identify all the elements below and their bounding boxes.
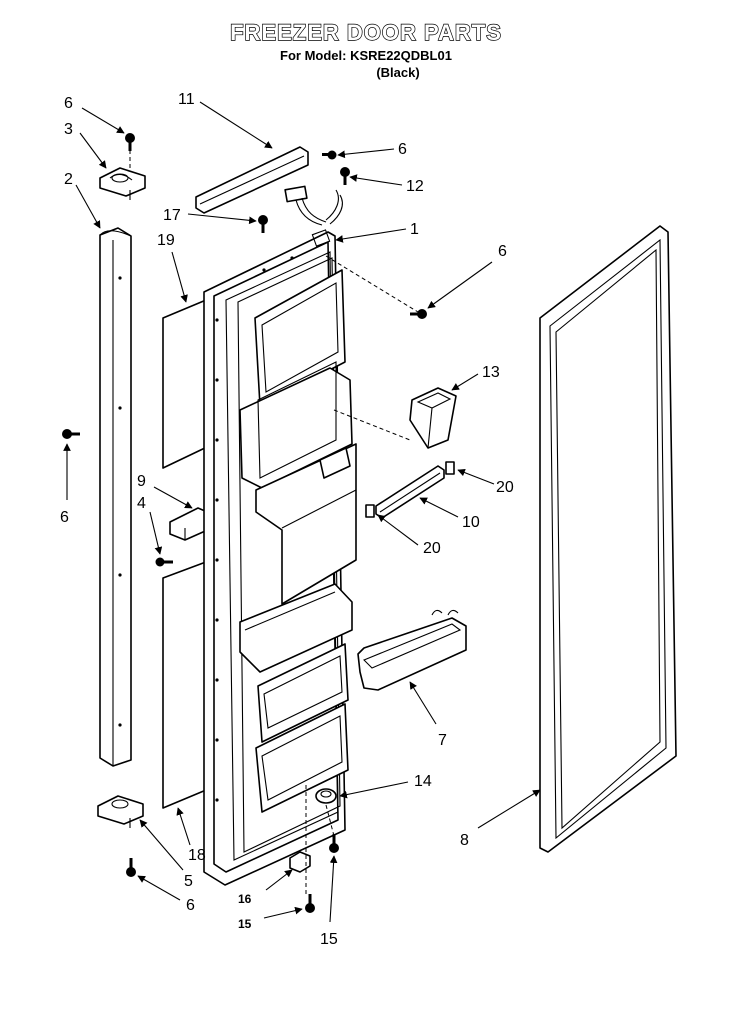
callout-15: 15 xyxy=(320,931,338,948)
callout-19: 19 xyxy=(157,232,175,249)
callout-16: 16 xyxy=(238,892,252,906)
part-11-top-cap xyxy=(195,146,309,214)
part-17-screw xyxy=(258,215,268,233)
part-4-screw xyxy=(155,557,173,567)
alignment-line xyxy=(325,255,419,313)
callout-20: 20 xyxy=(423,540,441,557)
part-10-track xyxy=(375,465,445,519)
part-14-bushing xyxy=(315,788,337,804)
part-6-screw-left xyxy=(62,429,80,439)
part-6-screw-right xyxy=(410,309,427,319)
callout-10: 10 xyxy=(462,514,480,531)
callout-7: 7 xyxy=(438,732,447,749)
callout-8: 8 xyxy=(460,832,469,849)
callout-14: 14 xyxy=(414,773,432,790)
part-6-screw-top-left xyxy=(125,133,135,151)
callout-2: 2 xyxy=(64,171,73,188)
callout-17: 17 xyxy=(163,207,181,224)
part-7-door-bin xyxy=(357,609,467,691)
part-20-clip-lower xyxy=(365,504,375,518)
callout-6: 6 xyxy=(398,141,407,158)
part-12-screw xyxy=(340,167,350,185)
part-12-wire-harness xyxy=(284,185,343,226)
callout-6: 6 xyxy=(60,509,69,526)
part-15-screw-left xyxy=(305,894,315,913)
callout-18: 18 xyxy=(188,847,206,864)
part-8-door-gasket xyxy=(539,225,677,853)
callout-1: 1 xyxy=(410,221,419,238)
leader-lines xyxy=(63,101,541,923)
part-16-bracket xyxy=(289,851,311,873)
part-6-screw-top-right xyxy=(322,150,337,160)
part-6-screw-bottom xyxy=(126,858,136,877)
callout-9: 9 xyxy=(137,473,146,490)
part-15-screw-right xyxy=(329,834,339,853)
model-number: For Model: KSRE22QDBL01 xyxy=(280,48,452,63)
part-20-clip-upper xyxy=(445,461,455,475)
callout-3: 3 xyxy=(64,121,73,138)
callout-13: 13 xyxy=(482,364,500,381)
callout-4: 4 xyxy=(137,495,146,512)
callout-6: 6 xyxy=(498,243,507,260)
part-1-door-liner xyxy=(203,229,357,886)
color-variant: (Black) xyxy=(376,65,419,80)
diagram-title: FREEZER DOOR PARTS xyxy=(230,20,502,45)
callout-15: 15 xyxy=(238,917,252,931)
callout-20: 20 xyxy=(496,479,514,496)
part-5-hinge-cover xyxy=(97,795,144,828)
callout-12: 12 xyxy=(406,178,424,195)
alignment-line xyxy=(325,804,335,837)
part-3-hinge-cover xyxy=(99,167,146,200)
callout-11: 11 xyxy=(178,91,195,108)
part-2-side-trim xyxy=(99,227,132,767)
callout-labels: 6 3 2 11 6 12 17 19 1 6 13 6 9 4 20 10 2… xyxy=(60,91,514,948)
part-13-ice-chute xyxy=(409,387,457,449)
callout-6: 6 xyxy=(64,95,73,112)
callout-5: 5 xyxy=(184,873,193,890)
callout-6: 6 xyxy=(186,897,195,914)
